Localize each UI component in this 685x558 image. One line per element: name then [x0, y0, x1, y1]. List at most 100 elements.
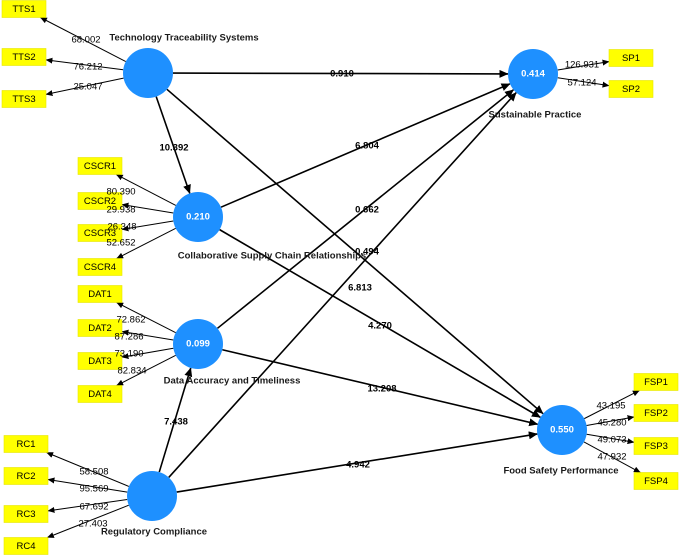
indicator-cscr4[interactable]: CSCR4: [77, 258, 123, 276]
loading-value-fsp4: 47.932: [597, 452, 626, 463]
loading-value-dat3: 73.190: [114, 349, 143, 360]
indicator-box: [77, 258, 123, 276]
path-arrow-tts-cscr: [155, 96, 191, 194]
loading-arrow-rc2: [47, 477, 128, 493]
r-squared-value: 0.099: [186, 339, 210, 350]
loading-arrow-dat3: [121, 347, 174, 360]
loading-value-sp1: 126.931: [565, 60, 599, 71]
indicator-box: [3, 537, 49, 555]
construct-circle: [173, 192, 223, 242]
indicator-box: [1, 90, 47, 108]
loading-value-fsp1: 43.195: [596, 401, 625, 412]
loading-arrow-cscr1: [115, 174, 177, 206]
path-arrow-tts-sp: [172, 69, 509, 78]
construct-circle: [537, 405, 587, 455]
indicator-box: [3, 467, 49, 485]
construct-dat[interactable]: 0.099: [173, 319, 223, 369]
indicator-label: RC3: [16, 509, 35, 520]
indicator-label: DAT1: [88, 289, 112, 300]
path-coefficient-rc-fsp: 4.942: [346, 460, 370, 471]
indicator-box: [608, 80, 654, 98]
indicator-label: DAT2: [88, 323, 112, 334]
indicator-cscr2[interactable]: CSCR2: [77, 192, 123, 210]
construct-circle: [127, 471, 177, 521]
indicator-fsp1[interactable]: FSP1: [633, 373, 679, 391]
path-coefficient-tts-sp: 0.910: [330, 69, 354, 80]
construct-rc[interactable]: [127, 471, 177, 521]
indicator-rc2[interactable]: RC2: [3, 467, 49, 485]
construct-sp[interactable]: 0.414: [508, 49, 558, 99]
indicator-label: CSCR2: [84, 196, 116, 207]
indicator-box: [633, 472, 679, 490]
indicator-fsp4[interactable]: FSP4: [633, 472, 679, 490]
indicator-rc3[interactable]: RC3: [3, 505, 49, 523]
indicator-label: CSCR4: [84, 262, 116, 273]
indicator-fsp2[interactable]: FSP2: [633, 404, 679, 422]
indicator-box: [1, 0, 47, 18]
construct-fsp[interactable]: 0.550: [537, 405, 587, 455]
indicator-sp1[interactable]: SP1: [608, 49, 654, 67]
indicator-box: [77, 192, 123, 210]
construct-tts[interactable]: [123, 48, 173, 98]
path-arrow-dat-fsp: [222, 348, 539, 427]
path-coefficient-cscr-fsp: 4.270: [368, 321, 392, 332]
indicator-label: CSCR3: [84, 228, 116, 239]
loading-arrow-dat1: [116, 302, 176, 334]
indicator-label: FSP1: [644, 377, 668, 388]
path-coefficient-cscr-sp: 6.804: [355, 141, 379, 152]
construct-name-rc: Regulatory Compliance: [101, 527, 207, 538]
indicator-label: CSCR1: [84, 161, 116, 172]
indicator-box: [633, 437, 679, 455]
indicator-box: [77, 157, 123, 175]
indicator-sp2[interactable]: SP2: [608, 80, 654, 98]
path-coefficient-tts-cscr: 10.392: [159, 143, 188, 154]
loading-value-rc2: 95.569: [79, 484, 108, 495]
loading-arrow-fsp4: [583, 441, 641, 473]
construct-layer: 0.210 0.099 0.414 0.550: [123, 48, 587, 521]
indicator-cscr3[interactable]: CSCR3: [77, 224, 123, 242]
path-arrow-rc-sp: [168, 92, 517, 478]
label-layer: 0.91010.3920.4946.8044.2700.66213.2086.8…: [71, 33, 626, 538]
indicator-rc1[interactable]: RC1: [3, 435, 49, 453]
indicator-cscr1[interactable]: CSCR1: [77, 157, 123, 175]
path-coefficient-rc-sp: 6.813: [348, 283, 372, 294]
loading-value-cscr2: 29.938: [106, 205, 135, 216]
path-arrow-cscr-sp: [220, 83, 511, 208]
loading-arrow-fsp1: [584, 390, 640, 420]
indicator-label: SP2: [622, 84, 640, 95]
loading-value-cscr4: 52.652: [106, 238, 135, 249]
indicator-tts2[interactable]: TTS2: [1, 48, 47, 66]
construct-circle: [123, 48, 173, 98]
indicator-rc4[interactable]: RC4: [3, 537, 49, 555]
construct-cscr[interactable]: 0.210: [173, 192, 223, 242]
indicator-box: [77, 385, 123, 403]
path-layer: [155, 69, 544, 493]
indicator-label: FSP3: [644, 441, 668, 452]
r-squared-value: 0.550: [550, 425, 574, 436]
indicator-dat2[interactable]: DAT2: [77, 319, 123, 337]
indicator-dat1[interactable]: DAT1: [77, 285, 123, 303]
indicator-label: TTS1: [12, 4, 35, 15]
indicator-tts1[interactable]: TTS1: [1, 0, 47, 18]
indicator-dat4[interactable]: DAT4: [77, 385, 123, 403]
loading-arrow-cscr3: [121, 220, 174, 232]
loading-value-rc4: 27.403: [78, 519, 107, 530]
indicator-label: RC2: [16, 471, 35, 482]
loading-arrow-rc3: [47, 499, 128, 513]
indicator-dat3[interactable]: DAT3: [77, 352, 123, 370]
loading-value-fsp2: 45.280: [597, 418, 626, 429]
construct-name-tts: Technology Traceability Systems: [109, 33, 258, 44]
indicator-fsp3[interactable]: FSP3: [633, 437, 679, 455]
path-arrow-cscr-fsp: [219, 228, 541, 419]
indicator-box: [633, 373, 679, 391]
loading-value-cscr1: 80.390: [106, 187, 135, 198]
loading-arrow-cscr4: [116, 227, 176, 259]
loading-arrow-dat4: [116, 354, 176, 386]
indicator-box: [77, 352, 123, 370]
indicator-box: [1, 48, 47, 66]
indicator-tts3[interactable]: TTS3: [1, 90, 47, 108]
construct-name-dat: Data Accuracy and Timeliness: [164, 376, 301, 387]
loading-arrow-fsp3: [586, 433, 635, 445]
indicator-box: [3, 505, 49, 523]
